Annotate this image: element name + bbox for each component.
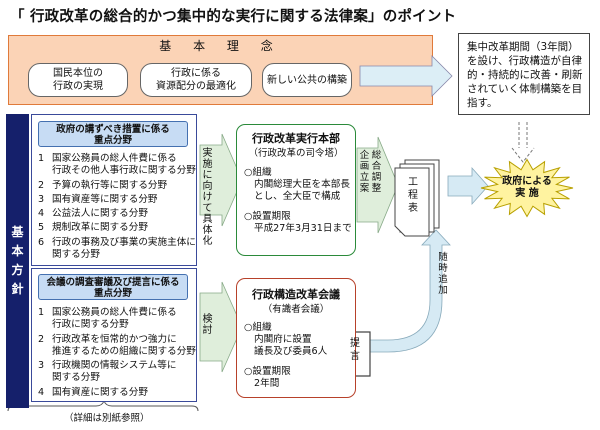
section2-item-text: 関する分野 <box>52 372 100 384</box>
section2-item-text: 行政機関の情報システム等に <box>52 360 177 372</box>
council-period-text: 2年間 <box>254 378 280 389</box>
section2-item-text: 推進するための組織に関する分野 <box>52 345 196 357</box>
schedule-doc-front <box>394 167 430 237</box>
review-label: 検 討 <box>202 314 213 336</box>
implement-arrow <box>199 133 243 227</box>
headquarters-period-text: 平成27年3月31日まで <box>254 223 352 234</box>
council-title: 行政構造改革会議 <box>252 288 340 301</box>
implementation-label: 政府による 実 施 <box>502 176 552 199</box>
dashed-down-arrow <box>511 122 535 163</box>
headquarters-org-text: 内閣総理大臣を本部長とし、全大臣で構成 <box>254 179 350 202</box>
section1-item-text: 行政その他人事行政に関する分野 <box>52 165 196 177</box>
implement-label: 実施に向けて具体化 <box>202 148 213 247</box>
basic-principle-heading: 基 本 理 念 <box>159 39 282 53</box>
basic-policy-label: 基 本 方 針 <box>6 114 29 408</box>
implementation-burst <box>480 158 574 218</box>
plan-label-col2: 企画立案 <box>359 150 370 194</box>
reform-headquarters-box <box>236 124 356 256</box>
proposal-label: 提 言 <box>350 338 360 362</box>
council-org-label: ○組織 <box>244 322 272 333</box>
principle-item-1: 国民本位の 行政の実現 <box>28 63 128 97</box>
section1-item-text: 関する分野 <box>52 249 100 261</box>
headquarters-period-label: ○設置期限 <box>244 211 291 222</box>
reform-period-note: 集中改革期間（3年間）を設け、行政構造が自律的・持続的に改善・刷新されていく体制… <box>458 33 590 115</box>
section2-item-text: 行政改革を恒常的かつ強力に <box>52 333 177 345</box>
structure-council-box <box>236 278 356 398</box>
section1-item-text: 国有資産等に関する分野 <box>52 193 158 205</box>
headquarters-title: 行政改革実行本部 <box>252 132 340 145</box>
add-arrow <box>355 229 451 353</box>
council-subtitle: （有識者会議） <box>262 304 330 315</box>
section1-item-text: 予算の執行等に関する分野 <box>52 179 168 191</box>
section1-item-text: 公益法人に関する分野 <box>52 208 148 220</box>
council-period-label: ○設置期限 <box>244 366 291 377</box>
section2-item-text: 行政に関する分野 <box>52 319 129 331</box>
plan-arrow <box>356 136 399 234</box>
section1-item-text: 国家公務員の総人件費に係る <box>52 153 177 164</box>
add-label: 随時追加 <box>438 252 448 296</box>
section2-item-text: 国有資産に関する分野 <box>52 386 148 398</box>
headquarters-subtitle: （行政改革の司令塔） <box>248 148 344 159</box>
principle-to-note-arrow <box>359 55 453 97</box>
schedule-to-implementation-arrow <box>447 166 489 206</box>
page-title: 「 行政改革の総合的かつ集中的な実行に関する法律案」のポイント <box>10 9 457 25</box>
headquarters-org-label: ○組織 <box>244 167 272 178</box>
council-org-text: 内閣府に設置 議長及び委員6人 <box>254 334 328 357</box>
section2-item-text: 国家公務員の総人件費に係る <box>52 307 177 318</box>
review-arrow <box>199 281 243 373</box>
section2-heading: 会議の調査審議及び提言に係る 重点分野 <box>38 274 188 300</box>
section1-item-text: 規制改革に関する分野 <box>52 222 148 234</box>
schedule-label: 工 程 表 <box>408 177 418 214</box>
plan-label-col1: 総合調整 <box>371 150 382 194</box>
section1-item-text: 行政の事務及び事業の実施主体に <box>52 236 196 248</box>
section1-heading: 政府の講ずべき措置に係る 重点分野 <box>38 121 188 147</box>
principle-item-2: 行政に係る 資源配分の最適化 <box>140 63 252 97</box>
principle-item-3: 新しい公共の構築 <box>262 63 352 97</box>
detail-footnote: （詳細は別紙参照） <box>64 413 150 424</box>
